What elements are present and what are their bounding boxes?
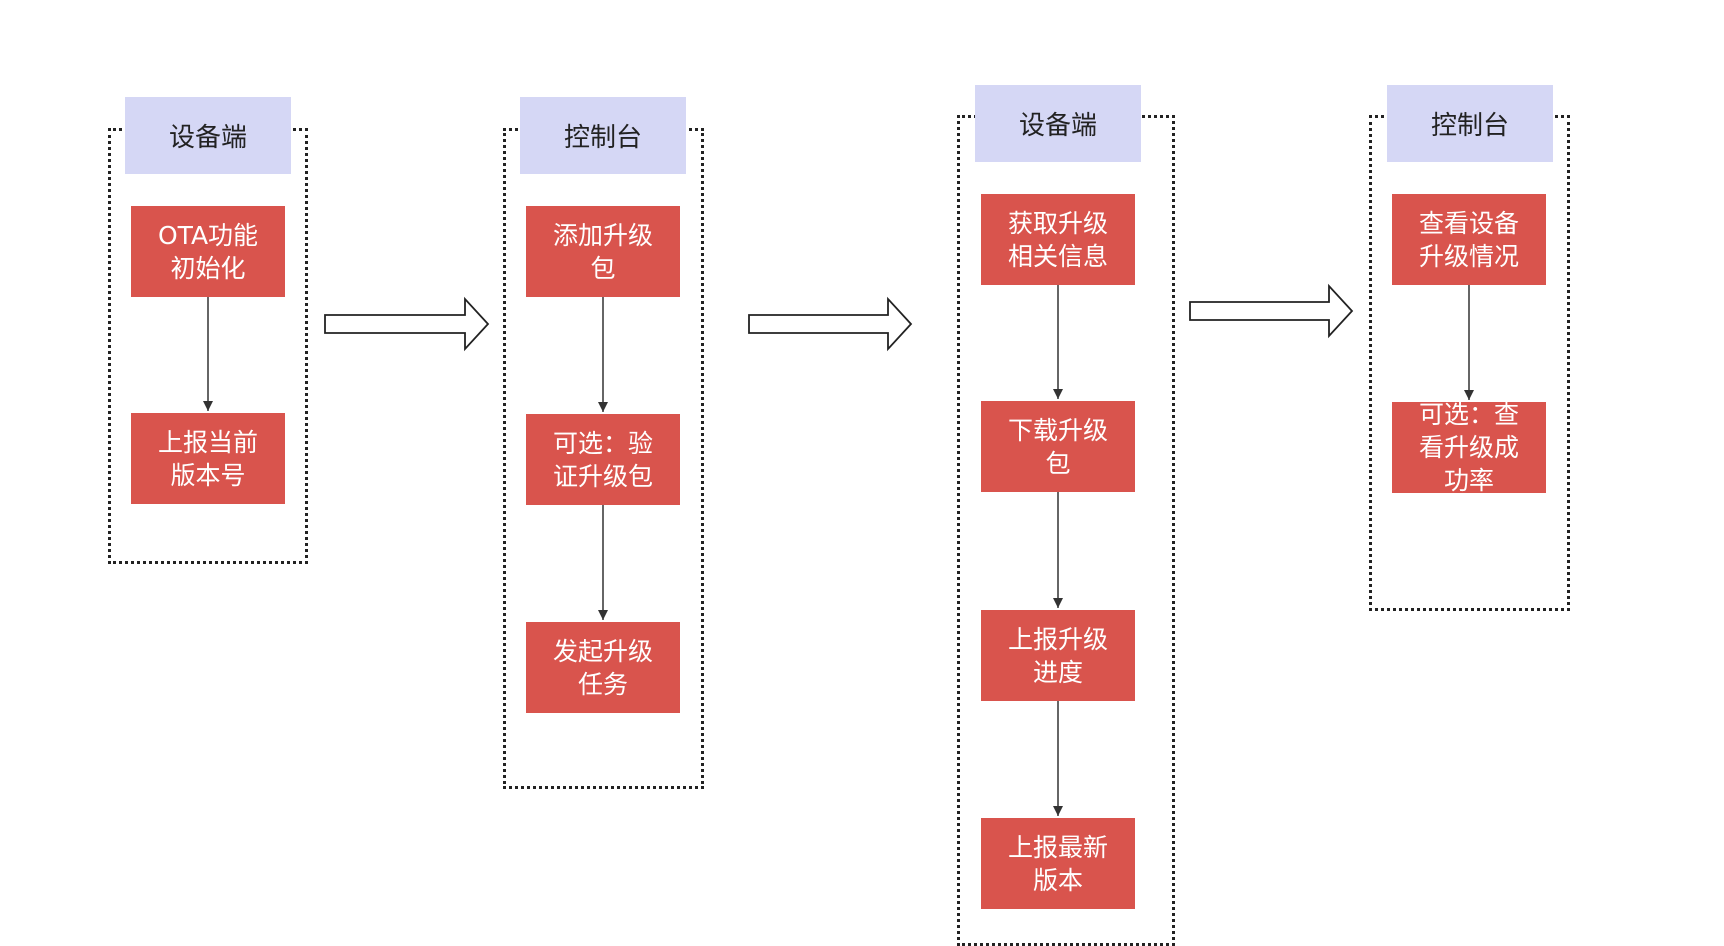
step-start-upgrade-task: 发起升级 任务 [526, 622, 680, 713]
step-view-upgrade-success-rate: 可选：查 看升级成 功率 [1392, 402, 1546, 493]
step-ota-init: OTA功能 初始化 [131, 206, 285, 297]
group-header-device-2: 设备端 [975, 85, 1141, 162]
stage-arrow [748, 296, 913, 352]
step-report-current-version: 上报当前 版本号 [131, 413, 285, 504]
step-report-upgrade-progress: 上报升级 进度 [981, 610, 1135, 701]
group-header-console-1: 控制台 [520, 97, 686, 174]
group-header-console-2: 控制台 [1387, 85, 1553, 162]
step-report-latest-version: 上报最新 版本 [981, 818, 1135, 909]
stage-arrow [324, 296, 490, 352]
step-view-device-upgrade-status: 查看设备 升级情况 [1392, 194, 1546, 285]
step-add-upgrade-package: 添加升级 包 [526, 206, 680, 297]
step-get-upgrade-info: 获取升级 相关信息 [981, 194, 1135, 285]
group-header-device-1: 设备端 [125, 97, 291, 174]
step-download-upgrade-package: 下载升级 包 [981, 401, 1135, 492]
stage-arrow [1189, 283, 1354, 339]
step-verify-upgrade-package: 可选：验 证升级包 [526, 414, 680, 505]
